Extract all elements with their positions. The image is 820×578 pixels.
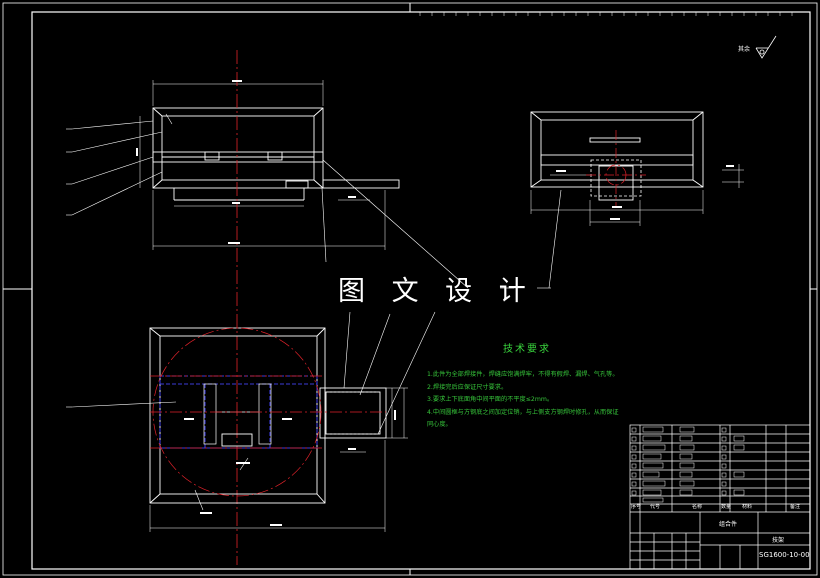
tb-part-name: 技架 (772, 537, 785, 544)
tb-header-name: 名称 (692, 504, 703, 510)
side-dim-marks (556, 165, 734, 220)
side-hidden-box (590, 159, 642, 197)
roughness-symbol (755, 35, 777, 59)
tb-header-qty: 数量 (721, 504, 732, 510)
title-block-entries (631, 426, 745, 503)
top-view-inner (203, 383, 272, 445)
front-view (71, 80, 469, 289)
leader-tails (66, 128, 551, 408)
top-view (71, 311, 436, 532)
title-block (629, 424, 811, 570)
top-view-dim-marks (184, 410, 396, 526)
technical-requirements: 技术要求 1.此件为全部焊接件，焊缝应饱满焊牢，不得有假焊、漏焊、气孔等。 2.… (427, 340, 657, 432)
top-view-centerlines (150, 327, 386, 497)
tb-header-material: 材料 (742, 504, 753, 510)
requirement-item: 1.此件为全部焊接件，焊缝应饱满焊牢，不得有假焊、漏焊、气孔等。 (427, 371, 619, 378)
watermark-text: 图 文 设 计 (338, 276, 535, 307)
requirement-item: 3.要求上下底面角中间平面的不平度≤2mm。 (427, 396, 554, 403)
tb-header-notes: 备注 (790, 504, 801, 510)
requirement-item: 2.焊接完后应保证尺寸要求。 (427, 383, 508, 391)
tb-drawing-number: SG1600-10-00 (759, 551, 810, 559)
flange-welds (330, 391, 378, 435)
side-view (530, 111, 744, 289)
tb-header-code: 代号 (650, 504, 661, 510)
requirements-title: 技术要求 (503, 344, 551, 355)
roughness-label: 其余 (738, 46, 751, 53)
side-centerlines (586, 130, 646, 208)
requirement-item: 4.中间圆框与方钢底之间加定位销，与上侧支方钢焊时修孔，从而保证 (427, 408, 619, 416)
requirement-item: 同心度。 (427, 421, 452, 428)
tb-assembly-label: 组合件 (719, 521, 738, 528)
front-dim-marks (136, 80, 356, 244)
tb-header-index: 序号 (631, 504, 642, 510)
